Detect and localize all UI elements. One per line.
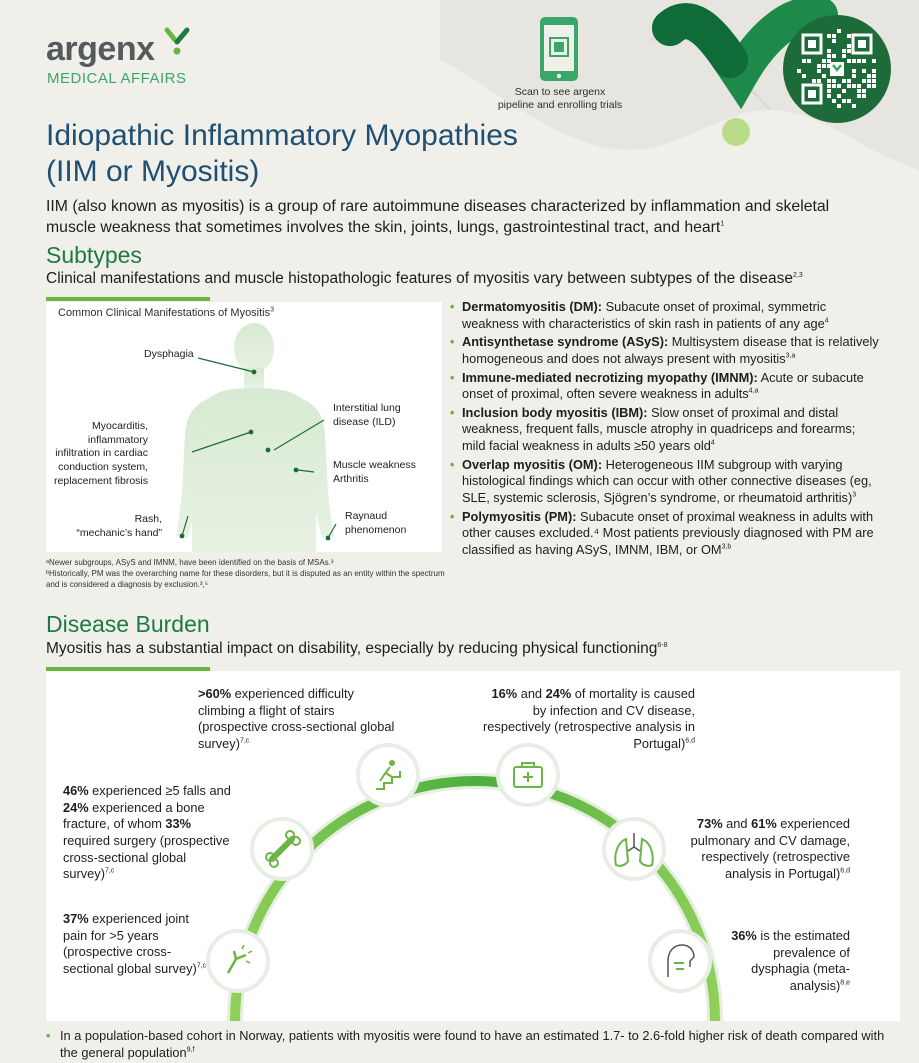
conclusion-bullet: In a population-based cohort in Norway, … — [46, 1028, 886, 1061]
figure-caption: Common Clinical Manifestations of Myosit… — [58, 306, 275, 319]
throat-icon — [648, 929, 712, 993]
stat-falls: 46% experienced ≥5 falls and 24% experie… — [63, 783, 231, 882]
argenx-logo-icon — [164, 27, 190, 55]
label-rash: Rash, “mechanic’s hand” — [76, 513, 162, 539]
medical-kit-icon — [496, 743, 560, 807]
stat-pulmonary: 73% and 61% experienced pulmonary and CV… — [690, 816, 850, 881]
label-myocarditis: Myocarditis, inflammatory infiltration i… — [54, 420, 148, 487]
label-ild: Interstitial lung disease (ILD) — [333, 402, 401, 428]
logo-subtitle: MEDICAL AFFAIRS — [47, 70, 187, 87]
subtypes-subheading: Clinical manifestations and muscle histo… — [46, 270, 803, 287]
stairs-icon — [356, 743, 420, 807]
lungs-icon — [602, 817, 666, 881]
smartphone-qr-icon — [540, 17, 578, 81]
disease-burden-panel — [46, 671, 900, 1021]
section-accent-bar — [46, 297, 210, 301]
stat-stairs: >60% experienced difficulty climbing a f… — [198, 686, 395, 751]
list-item: Immune-mediated necrotizing myopathy (IM… — [450, 370, 880, 403]
qr-code-icon[interactable] — [783, 15, 891, 123]
disease-burden-subheading: Myositis has a substantial impact on dis… — [46, 640, 668, 657]
burden-arc-graphic — [206, 743, 723, 1021]
scan-instructions: Scan to see argenx pipeline and enrollin… — [497, 86, 623, 112]
label-dysphagia: Dysphagia — [144, 348, 194, 360]
page-title: Idiopathic Inflammatory Myopathies (IIM … — [46, 119, 518, 188]
footnotes: ᵃNewer subgroups, ASyS and IMNM, have be… — [46, 558, 445, 589]
list-item: Inclusion body myositis (IBM): Slow onse… — [450, 405, 880, 455]
label-muscle-weakness: Muscle weakness Arthritis — [333, 459, 416, 485]
list-item: Antisynthetase syndrome (ASyS): Multisys… — [450, 334, 880, 367]
bone-icon — [250, 817, 314, 881]
stat-joint-pain: 37% experienced joint pain for >5 years … — [63, 911, 207, 976]
intro-paragraph: IIM (also known as myositis) is a group … — [46, 198, 830, 236]
section-accent-bar — [46, 667, 210, 671]
list-item: Polymyositis (PM): Subacute onset of pro… — [450, 509, 880, 559]
list-item: Dermatomyositis (DM): Subacute onset of … — [450, 299, 880, 332]
stat-dysphagia: 36% is the estimated prevalence of dysph… — [731, 928, 850, 993]
disease-burden-heading: Disease Burden — [46, 611, 210, 637]
joint-pain-icon — [206, 929, 270, 993]
logo-wordmark: argenx — [46, 30, 155, 68]
subtype-list: Dermatomyositis (DM): Subacute onset of … — [450, 299, 880, 560]
list-item: Overlap myositis (OM): Heterogeneous IIM… — [450, 457, 880, 507]
human-body-figure — [176, 323, 337, 552]
stat-mortality: 16% and 24% of mortality is caused by in… — [483, 686, 695, 751]
label-raynaud: Raynaud phenomenon — [345, 510, 407, 536]
subtypes-heading: Subtypes — [46, 242, 142, 268]
